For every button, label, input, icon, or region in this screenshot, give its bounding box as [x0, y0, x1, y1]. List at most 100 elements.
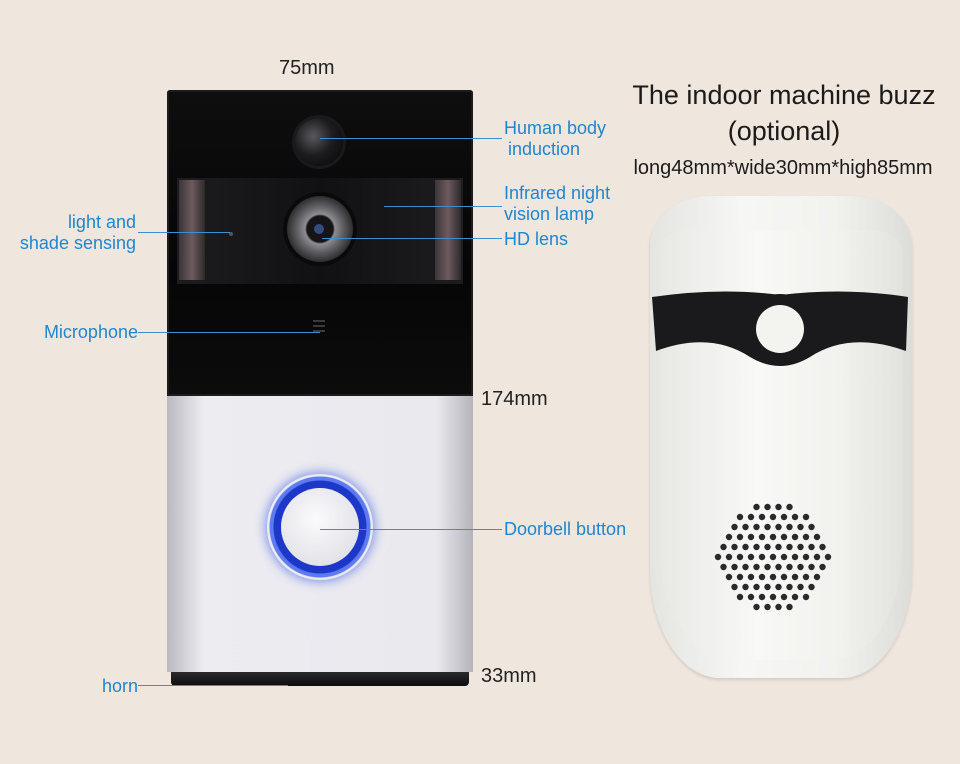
chime-black-band	[652, 291, 908, 366]
speaker-hole	[764, 563, 771, 571]
speaker-hole	[797, 523, 804, 531]
speaker-hole	[808, 523, 815, 531]
speaker-hole	[775, 603, 782, 611]
speaker-hole	[786, 523, 793, 531]
speaker-hole	[720, 563, 727, 571]
speaker-hole	[813, 533, 821, 541]
speaker-hole	[824, 553, 832, 561]
speaker-hole	[775, 583, 782, 591]
callout-microphone: Microphone	[43, 322, 138, 342]
speaker-hole	[720, 543, 727, 551]
leader-horn	[138, 685, 288, 686]
speaker-hole	[819, 543, 826, 551]
speaker-hole	[747, 573, 755, 581]
speaker-hole	[764, 523, 771, 531]
leader-infrared	[384, 206, 502, 207]
speaker-hole	[758, 533, 766, 541]
speaker-hole	[764, 543, 771, 551]
speaker-hole	[769, 513, 777, 521]
speaker-hole	[786, 543, 793, 551]
speaker-hole	[731, 563, 738, 571]
speaker-hole	[780, 593, 788, 601]
speaker-hole	[791, 573, 799, 581]
callout-human-body: Human body induction	[504, 118, 607, 159]
speaker-hole	[747, 533, 755, 541]
doorbell-button	[281, 488, 359, 566]
leader-hd-lens	[322, 238, 502, 239]
speaker-hole	[775, 503, 782, 511]
speaker-hole	[758, 573, 766, 581]
speaker-hole	[753, 583, 760, 591]
speaker-hole	[753, 563, 760, 571]
callout-infrared: Infrared night vision lamp	[504, 183, 611, 224]
speaker-grille-icon	[714, 503, 832, 611]
speaker-hole	[802, 513, 810, 521]
speaker-hole	[753, 503, 760, 511]
height-dimension: 174mm	[481, 388, 548, 410]
speaker-hole	[802, 553, 810, 561]
leader-doorbell-button	[320, 529, 502, 530]
speaker-hole	[753, 603, 760, 611]
speaker-hole	[780, 553, 788, 561]
infrared-lamp-right	[435, 180, 461, 280]
speaker-hole	[808, 543, 815, 551]
microphone-grille	[313, 320, 325, 332]
speaker-hole	[802, 593, 810, 601]
speaker-hole	[725, 533, 733, 541]
leader-light-sensing	[138, 232, 230, 233]
chime-band-window	[756, 305, 804, 353]
speaker-hole	[797, 543, 804, 551]
callout-horn: horn	[101, 676, 138, 696]
speaker-hole	[780, 513, 788, 521]
speaker-hole	[731, 523, 738, 531]
speaker-hole	[736, 573, 744, 581]
speaker-hole	[813, 573, 821, 581]
callout-doorbell-button: Doorbell button	[504, 519, 627, 539]
speaker-hole	[819, 563, 826, 571]
speaker-hole	[775, 543, 782, 551]
width-dimension: 75mm	[279, 57, 335, 79]
pir-sensor	[295, 118, 343, 166]
speaker-hole	[747, 513, 755, 521]
speaker-hole	[731, 583, 738, 591]
speaker-hole	[786, 503, 793, 511]
speaker-hole	[736, 533, 744, 541]
speaker-hole	[742, 543, 749, 551]
speaker-hole	[736, 513, 744, 521]
speaker-hole	[813, 553, 821, 561]
speaker-hole	[764, 603, 771, 611]
leader-microphone	[138, 332, 320, 333]
speaker-hole	[742, 583, 749, 591]
speaker-hole	[747, 593, 755, 601]
speaker-hole	[780, 573, 788, 581]
speaker-hole	[769, 553, 777, 561]
speaker-hole	[725, 553, 733, 561]
indoor-unit-subtitle: (optional)	[727, 116, 841, 146]
speaker-hole	[797, 563, 804, 571]
speaker-hole	[791, 513, 799, 521]
speaker-hole	[742, 563, 749, 571]
indoor-unit-dimensions: long48mm*wide30mm*high85mm	[633, 157, 933, 179]
speaker-hole	[714, 553, 722, 561]
speaker-hole	[786, 583, 793, 591]
speaker-hole	[775, 523, 782, 531]
depth-dimension: 33mm	[481, 665, 537, 687]
speaker-hole	[786, 563, 793, 571]
speaker-hole	[802, 533, 810, 541]
speaker-hole	[797, 583, 804, 591]
speaker-hole	[753, 523, 760, 531]
lens-glint	[314, 224, 324, 234]
speaker-hole	[725, 573, 733, 581]
light-sensor	[229, 232, 233, 236]
horn-grille	[171, 672, 469, 686]
speaker-hole	[736, 553, 744, 561]
speaker-hole	[791, 553, 799, 561]
indoor-unit-title: The indoor machine buzz	[632, 80, 936, 110]
speaker-hole	[769, 593, 777, 601]
speaker-hole	[769, 573, 777, 581]
speaker-hole	[791, 533, 799, 541]
callout-hd-lens: HD lens	[504, 229, 569, 249]
speaker-hole	[747, 553, 755, 561]
speaker-hole	[791, 593, 799, 601]
